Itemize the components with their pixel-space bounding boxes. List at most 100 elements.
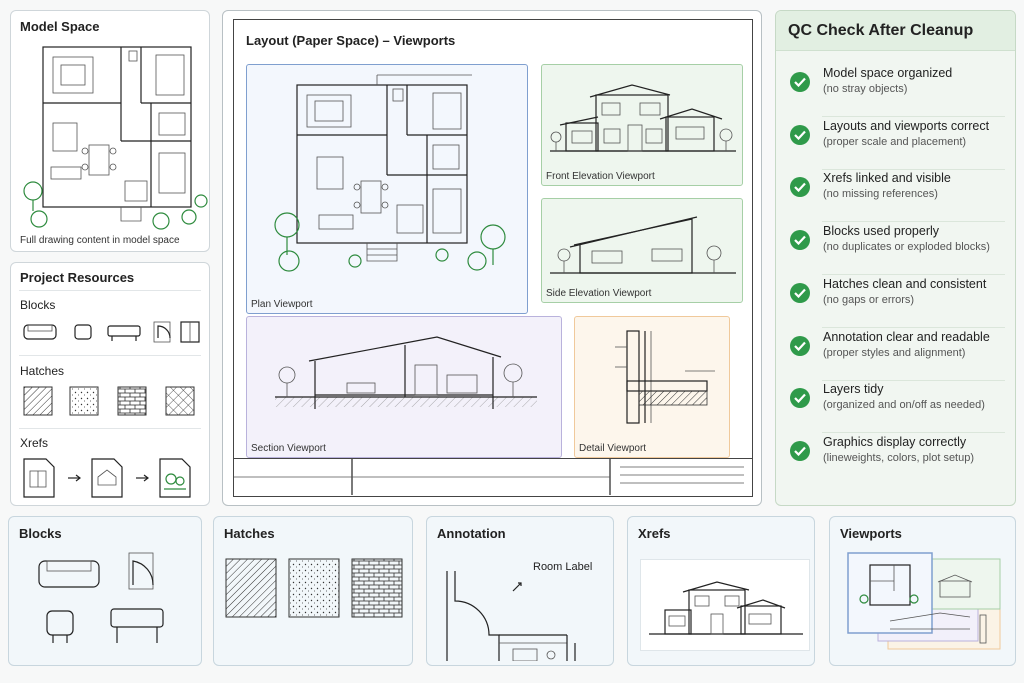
blocks-card-title: Blocks [19, 526, 62, 541]
annotation-card[interactable]: Annotation Room Label [426, 516, 614, 666]
section-viewport-label: Section Viewport [251, 443, 326, 454]
qc-item-detail: (proper scale and placement) [823, 135, 967, 148]
layout-title: Layout (Paper Space) – Viewports [246, 33, 456, 48]
crosshatch-icon[interactable] [165, 386, 195, 416]
plan-file-icon[interactable] [23, 458, 55, 498]
tree-file-icon[interactable] [159, 458, 191, 498]
qc-item: Model space organized (no stray objects) [776, 65, 1015, 117]
dots-hatch-icon[interactable] [69, 386, 99, 416]
layout-panel: Layout (Paper Space) – Viewports [222, 10, 762, 506]
check-icon [790, 388, 810, 409]
plan-viewport-drawing [274, 74, 506, 272]
qc-item-detail: (no gaps or errors) [823, 293, 915, 306]
room-label: Room Label [533, 561, 593, 573]
check-icon [790, 124, 810, 145]
door-swing-icon [128, 552, 154, 590]
check-icon [790, 440, 810, 461]
check-icon [790, 282, 810, 303]
front-elevation-label: Front Elevation Viewport [546, 171, 655, 182]
qc-item-label: Annotation clear and readable [823, 329, 990, 344]
qc-item: Hatches clean and consistent (no gaps or … [776, 276, 1015, 328]
viewports-card[interactable]: Viewports [829, 516, 1016, 666]
model-space-panel[interactable]: Model Space Full drawing content in mode… [10, 10, 210, 252]
viewports-card-drawing [847, 552, 1001, 650]
model-space-title: Model Space [20, 19, 100, 34]
annotation-card-drawing [446, 571, 576, 661]
section-viewport[interactable]: Section Viewport [246, 316, 562, 458]
qc-item-label: Blocks used properly [823, 224, 940, 239]
qc-item-label: Graphics display correctly [823, 434, 967, 449]
side-elevation-label: Side Elevation Viewport [546, 288, 652, 299]
arrow-right-icon [136, 474, 149, 482]
side-elevation-viewport[interactable]: Side Elevation Viewport [541, 198, 743, 303]
brick-hatch-icon[interactable] [117, 386, 147, 416]
viewports-card-title: Viewports [840, 526, 902, 541]
xrefs-card-drawing [640, 559, 810, 651]
qc-item-detail: (proper styles and alignment) [823, 346, 966, 359]
resources-hatches-label: Hatches [20, 364, 65, 378]
front-elevation-drawing [550, 84, 736, 152]
side-elevation-drawing [550, 216, 736, 274]
section-drawing [275, 336, 537, 409]
front-elevation-viewport[interactable]: Front Elevation Viewport [541, 64, 743, 186]
resources-hatches-row [23, 386, 195, 416]
annotation-card-title: Annotation [437, 526, 506, 541]
layout-sheet: Layout (Paper Space) – Viewports [233, 19, 753, 497]
qc-item-label: Model space organized [823, 66, 953, 80]
qc-item-label: Layouts and viewports correct [823, 118, 990, 133]
resources-xrefs-label: Xrefs [20, 436, 49, 450]
hatches-card-drawing [225, 558, 403, 618]
check-icon [790, 72, 810, 92]
dots-hatch-icon [288, 558, 340, 618]
qc-item-detail: (no duplicates or exploded blocks) [823, 241, 990, 254]
diagonal-hatch-icon[interactable] [23, 386, 53, 416]
sofa-icon[interactable] [23, 324, 57, 340]
qc-item-label: Layers tidy [823, 382, 884, 397]
qc-item: Xrefs linked and visible (no missing refe… [776, 170, 1015, 223]
resources-blocks-row [23, 321, 200, 343]
qc-item-detail: (no stray objects) [823, 83, 908, 95]
model-space-floor-plan [23, 46, 208, 230]
hatches-card-title: Hatches [224, 526, 275, 541]
qc-item: Graphics display correctly(lineweights, … [776, 434, 1015, 486]
arrow-right-icon [68, 474, 81, 482]
sofa-icon [38, 560, 100, 588]
qc-item: Blocks used properly (no duplicates or ex… [776, 223, 1015, 276]
detail-viewport-label: Detail Viewport [579, 443, 647, 454]
model-space-caption: Full drawing content in model space [20, 235, 180, 246]
qc-checklist-panel: QC Check After Cleanup Model space organ… [775, 10, 1016, 506]
qc-title: QC Check After Cleanup [788, 22, 974, 39]
diagonal-hatch-icon [225, 558, 277, 618]
plan-viewport-label: Plan Viewport [251, 299, 313, 310]
brick-hatch-icon [351, 558, 403, 618]
check-icon [790, 230, 810, 251]
resources-xrefs-row [23, 458, 191, 498]
house-file-icon[interactable] [91, 458, 123, 498]
bench-icon [110, 608, 164, 643]
qc-item-detail: (no missing references) [823, 188, 938, 201]
qc-item-label: Hatches clean and consistent [823, 276, 987, 291]
qc-item: Layers tidy(organized and on/off as need… [776, 381, 1015, 434]
qc-item: Annotation clear and readable (proper sty… [776, 329, 1015, 381]
blocks-card[interactable]: Blocks [8, 516, 202, 666]
qc-header: QC Check After Cleanup [776, 11, 1015, 51]
detail-drawing [615, 330, 715, 424]
qc-item-label: Xrefs linked and visible [823, 171, 951, 186]
window-icon[interactable] [180, 321, 200, 343]
check-icon [790, 177, 810, 198]
detail-viewport[interactable]: Detail Viewport [574, 316, 730, 458]
armchair-icon[interactable] [74, 324, 92, 340]
armchair-icon [46, 610, 74, 643]
bench-icon[interactable] [107, 325, 141, 341]
door-swing-icon[interactable] [153, 321, 171, 343]
qc-item: Layouts and viewports correct (proper sca… [776, 118, 1015, 170]
hatches-card[interactable]: Hatches [213, 516, 413, 666]
xrefs-card[interactable]: Xrefs [627, 516, 815, 666]
title-block [234, 458, 752, 496]
plan-viewport[interactable]: Plan Viewport [246, 64, 528, 314]
resources-blocks-label: Blocks [20, 298, 56, 312]
check-icon [790, 335, 810, 356]
project-resources-panel: Project Resources Blocks Hatches Xrefs [10, 262, 210, 506]
project-resources-title: Project Resources [20, 270, 135, 285]
xrefs-card-title: Xrefs [638, 526, 671, 541]
